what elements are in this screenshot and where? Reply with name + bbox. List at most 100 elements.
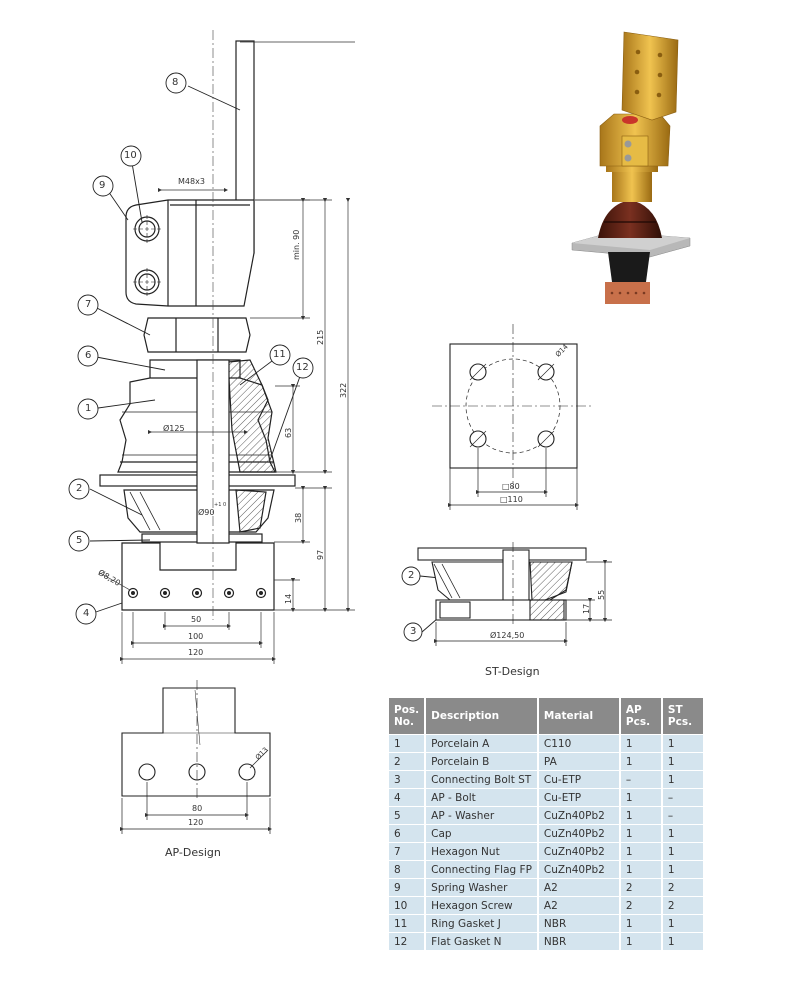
cell-ap-pcs: –	[620, 771, 661, 788]
dim-sq110: □110	[500, 495, 523, 504]
balloon-4	[75, 603, 97, 625]
balloon-10-number: 10	[124, 150, 137, 161]
cell-pos: 6	[389, 825, 425, 842]
balloon-st-3	[403, 622, 423, 642]
balloon-10	[120, 145, 142, 167]
cell-ap-pcs: 1	[620, 843, 661, 860]
cell-st-pcs: 1	[662, 843, 703, 860]
cell-ap-pcs: 1	[620, 753, 661, 770]
dim-97: 97	[316, 549, 325, 560]
cell-st-pcs: 1	[662, 915, 703, 932]
balloon-8-number: 8	[172, 77, 179, 88]
cell-material: C110	[538, 735, 619, 752]
cell-pos: 2	[389, 753, 425, 770]
cell-st-pcs: 2	[662, 879, 703, 896]
cell-ap-pcs: 2	[620, 897, 661, 914]
cell-pos: 5	[389, 807, 425, 824]
cell-st-pcs: 1	[662, 735, 703, 752]
st-design-caption: ST-Design	[485, 665, 540, 678]
balloon-7	[77, 294, 99, 316]
hexagon-nut	[143, 317, 251, 353]
cell-description: Flat Gasket N	[426, 933, 537, 950]
dim-14: 14	[284, 593, 293, 604]
balloon-6-number: 6	[85, 350, 92, 361]
ap-bolt	[121, 542, 275, 611]
product-render	[571, 31, 691, 304]
balloon-1-number: 1	[85, 403, 92, 414]
balloon-12-number: 12	[296, 362, 309, 373]
balloon-6	[77, 345, 99, 367]
main-assembly-drawing	[99, 40, 296, 611]
cell-pos: 7	[389, 843, 425, 860]
cell-material: PA	[538, 753, 619, 770]
balloon-12	[292, 357, 314, 379]
cell-pos: 10	[389, 897, 425, 914]
cell-material: A2	[538, 879, 619, 896]
cell-description: AP - Washer	[426, 807, 537, 824]
dim-322: 322	[339, 382, 348, 398]
cell-ap-pcs: 1	[620, 861, 661, 878]
cell-ap-pcs: 1	[620, 933, 661, 950]
part-balloons	[68, 72, 446, 642]
cell-ap-pcs: 1	[620, 735, 661, 752]
cell-pos: 9	[389, 879, 425, 896]
cell-st-pcs: 1	[662, 771, 703, 788]
st-design-side-view	[417, 542, 612, 646]
cell-ap-pcs: 1	[620, 825, 661, 842]
balloon-5-number: 5	[76, 535, 83, 546]
dim-ap-120: 120	[188, 818, 204, 827]
header-description: Description	[426, 698, 537, 734]
dim-st-55: 55	[597, 589, 606, 600]
cell-st-pcs: 1	[662, 861, 703, 878]
ap-design-view	[119, 680, 273, 834]
cell-st-pcs: 1	[662, 753, 703, 770]
balloon-4-number: 4	[83, 608, 90, 619]
cell-pos: 11	[389, 915, 425, 932]
balloon-st-3-number: 3	[410, 626, 417, 637]
cell-material: Cu-ETP	[538, 789, 619, 806]
hexagon-screws	[133, 215, 161, 296]
main-dimension-lines	[99, 41, 355, 664]
dim-st-17: 17	[582, 603, 591, 614]
dim-ap-80: 80	[192, 804, 203, 813]
cell-pos: 12	[389, 933, 425, 950]
dim-120: 120	[188, 648, 204, 657]
cell-material: CuZn40Pb2	[538, 825, 619, 842]
cell-material: Cu-ETP	[538, 771, 619, 788]
balloon-st-2	[401, 566, 421, 586]
cell-st-pcs: 2	[662, 897, 703, 914]
header-material: Material	[538, 698, 619, 734]
cell-description: Porcelain B	[426, 753, 537, 770]
st-plate-top-view	[432, 324, 594, 510]
cell-ap-pcs: 1	[620, 807, 661, 824]
header-pos-no: Pos.No.	[389, 698, 425, 734]
cell-description: Connecting Flag FP	[426, 861, 537, 878]
dim-215: 215	[316, 329, 325, 345]
dim-thread: M48x3	[178, 177, 205, 186]
dim-63: 63	[284, 427, 293, 438]
dim-dia125: Ø125	[163, 424, 185, 433]
dim-dia124: Ø124,50	[490, 631, 525, 640]
cell-st-pcs: –	[662, 789, 703, 806]
cell-material: CuZn40Pb2	[538, 843, 619, 860]
balloon-8	[165, 72, 187, 94]
cell-st-pcs: 1	[662, 933, 703, 950]
cell-st-pcs: 1	[662, 825, 703, 842]
balloon-9-number: 9	[99, 180, 106, 191]
cell-description: Hexagon Nut	[426, 843, 537, 860]
dim-100: 100	[188, 632, 204, 641]
cell-material: NBR	[538, 933, 619, 950]
cell-description: Ring Gasket J	[426, 915, 537, 932]
cell-material: CuZn40Pb2	[538, 807, 619, 824]
